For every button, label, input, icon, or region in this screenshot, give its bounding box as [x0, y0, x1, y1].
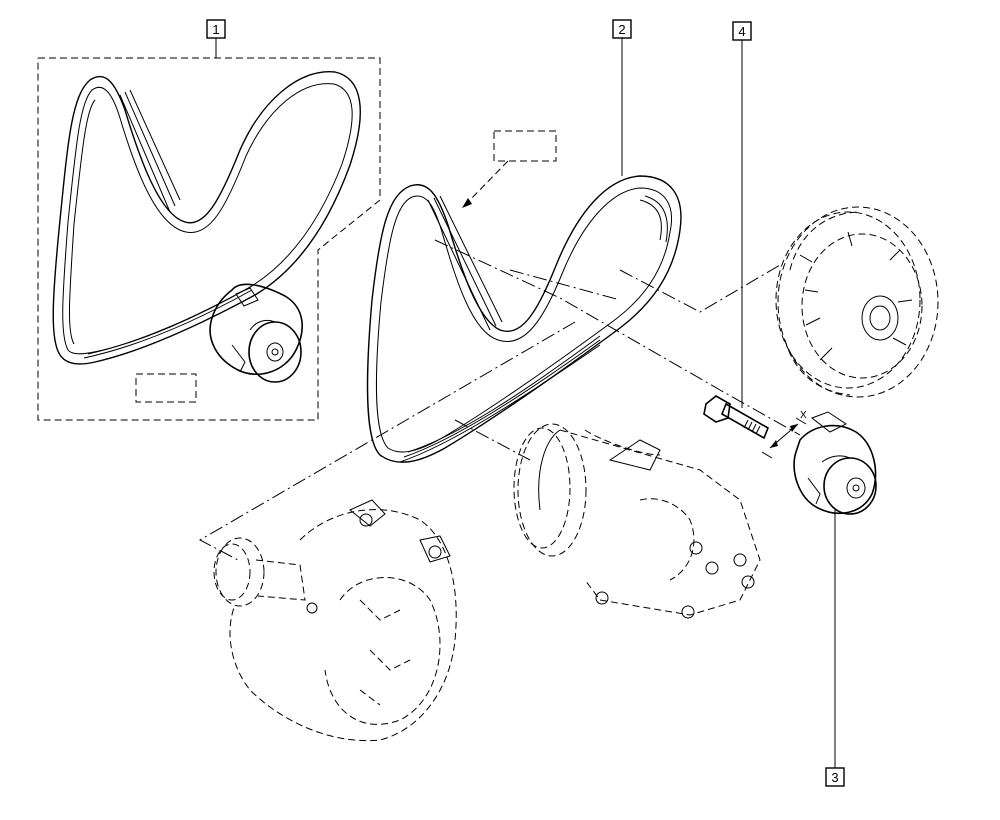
accessory-belt-icon	[366, 175, 682, 463]
reference-box-kit	[135, 373, 197, 403]
callout-4: 4	[732, 21, 752, 41]
callout-2: 2	[612, 19, 632, 39]
belt-kit-icon	[52, 71, 361, 365]
kit-tensioner-icon	[209, 283, 303, 383]
callout-4-label: 4	[738, 24, 745, 39]
callout-3: 3	[825, 767, 845, 787]
tensioner-bolt-icon	[703, 395, 770, 440]
callout-1: 1	[206, 19, 226, 39]
callout-2-label: 2	[618, 22, 625, 37]
dimension-x: X	[761, 410, 807, 459]
crankshaft-pulley-icon	[775, 206, 939, 398]
tensioner-roller-icon	[793, 411, 877, 515]
callout-3-label: 3	[831, 770, 838, 785]
routing-lines	[198, 239, 801, 561]
alternator-icon	[213, 499, 457, 742]
belt-kit-group	[37, 57, 557, 421]
reference-box-belt	[493, 130, 557, 162]
reference-arrow	[462, 160, 509, 208]
callout-leaders	[215, 38, 836, 768]
callout-1-label: 1	[212, 22, 219, 37]
kit-dashed-frame	[37, 57, 381, 421]
dimension-x-label: X	[800, 410, 807, 421]
ac-compressor-icon	[513, 423, 761, 619]
